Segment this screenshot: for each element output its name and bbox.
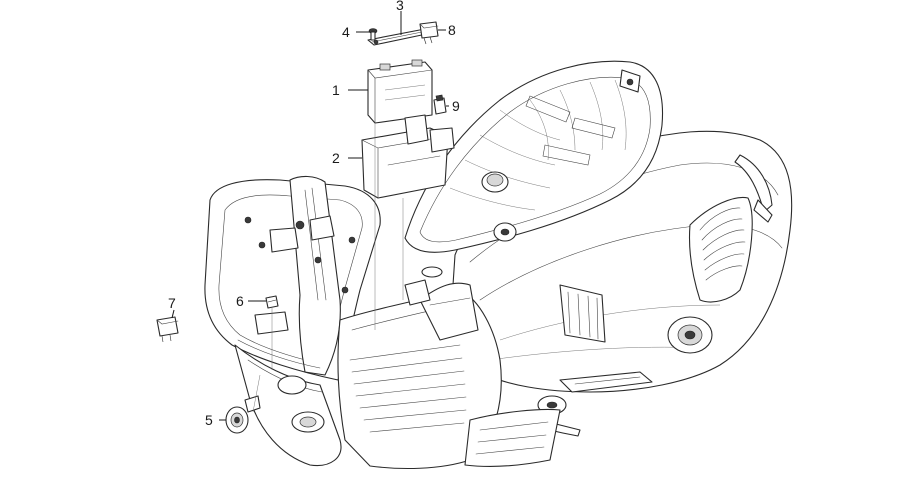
callout-6: 6	[236, 293, 244, 309]
callout-4: 4	[342, 24, 350, 40]
part-7-relay	[156, 316, 179, 343]
callout-5: 5	[205, 412, 213, 428]
callout-1: 1	[332, 82, 340, 98]
part-1-battery	[367, 59, 433, 124]
part-8-relay	[419, 21, 439, 45]
part-2-battery-box	[361, 114, 455, 199]
callout-9: 9	[452, 98, 460, 114]
fuel-cap	[481, 171, 509, 193]
part-9-fuse-holder	[433, 94, 447, 115]
front-leg-shield	[204, 175, 381, 467]
footboard	[337, 266, 561, 470]
callout-labels: 1 2 3 4 5 6 7 8 9	[168, 0, 460, 428]
callout-3: 3	[396, 0, 404, 13]
side-vent-small	[559, 284, 606, 343]
seat-storage-tray	[404, 60, 664, 253]
part-4-screw	[368, 28, 378, 41]
callout-2: 2	[332, 150, 340, 166]
leader-lines	[171, 11, 449, 421]
part-5-horn	[225, 395, 261, 434]
side-vent-large	[688, 196, 753, 303]
part-6-connector	[265, 295, 279, 309]
callout-7: 7	[168, 295, 176, 311]
rear-wheel-hub	[667, 316, 713, 354]
callout-8: 8	[448, 22, 456, 38]
